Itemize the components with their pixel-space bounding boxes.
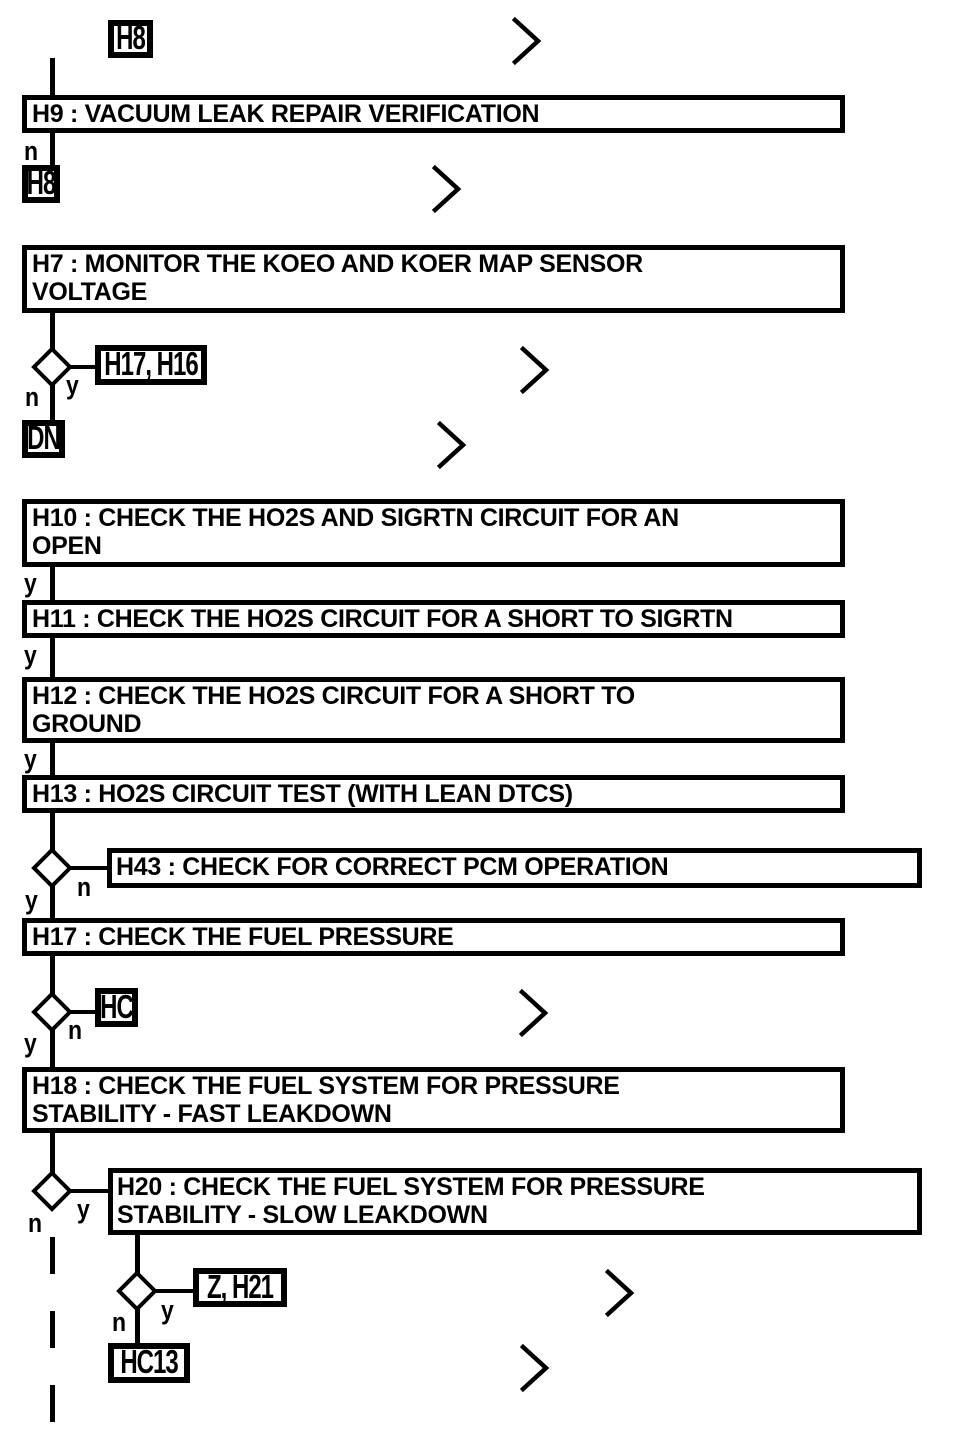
decision-diamond bbox=[31, 346, 73, 388]
connector-box-dn: DN bbox=[22, 419, 65, 458]
process-title-line2: STABILITY - FAST LEAKDOWN bbox=[32, 1100, 392, 1128]
process-title: H12 : CHECK THE HO2S CIRCUIT FOR A SHORT… bbox=[32, 682, 635, 710]
connector-box-z-h21: Z, H21 bbox=[193, 1268, 287, 1307]
process-box-h12: H12 : CHECK THE HO2S CIRCUIT FOR A SHORT… bbox=[22, 677, 845, 743]
connector-label: HC13 bbox=[120, 1343, 178, 1382]
connector-box-h17-h16: H17, H16 bbox=[95, 345, 207, 385]
connector-line bbox=[50, 567, 55, 600]
branch-line bbox=[68, 866, 107, 870]
process-title: H20 : CHECK THE FUEL SYSTEM FOR PRESSURE bbox=[117, 1173, 705, 1201]
process-title-line2: OPEN bbox=[32, 532, 102, 560]
process-title: H18 : CHECK THE FUEL SYSTEM FOR PRESSURE bbox=[32, 1072, 620, 1100]
off-page-arrow-icon bbox=[437, 421, 467, 470]
connector-label: HC bbox=[100, 987, 134, 1026]
off-page-arrow-icon bbox=[519, 989, 549, 1038]
process-title: H11 : CHECK THE HO2S CIRCUIT FOR A SHORT… bbox=[32, 605, 733, 633]
branch-label-yes: y bbox=[25, 884, 38, 915]
dashed-continuation-line bbox=[50, 1237, 55, 1423]
process-title: H43 : CHECK FOR CORRECT PCM OPERATION bbox=[116, 853, 669, 881]
process-title-line2: GROUND bbox=[32, 710, 142, 738]
branch-line bbox=[153, 1289, 193, 1293]
decision-diamond bbox=[31, 991, 73, 1033]
branch-label-no: n bbox=[77, 871, 92, 902]
branch-label-no: n bbox=[24, 135, 39, 166]
connector-box-hc: HC bbox=[95, 988, 138, 1027]
off-page-arrow-icon bbox=[512, 17, 542, 66]
off-page-arrow-icon bbox=[605, 1269, 635, 1318]
process-box-h17: H17 : CHECK THE FUEL PRESSURE bbox=[22, 918, 845, 956]
decision-diamond bbox=[31, 847, 73, 889]
process-title-line2: VOLTAGE bbox=[32, 278, 148, 306]
process-title: H7 : MONITOR THE KOEO AND KOER MAP SENSO… bbox=[32, 250, 643, 278]
branch-line bbox=[68, 1010, 95, 1014]
connector-label: H8 bbox=[116, 19, 146, 58]
connector-line bbox=[50, 813, 55, 851]
process-box-h10: H10 : CHECK THE HO2S AND SIGRTN CIRCUIT … bbox=[22, 499, 845, 567]
branch-label-no: n bbox=[68, 1014, 83, 1045]
connector-line bbox=[50, 638, 55, 677]
connector-label: Z, H21 bbox=[206, 1267, 274, 1306]
off-page-arrow-icon bbox=[432, 165, 462, 214]
branch-label-yes: y bbox=[24, 639, 37, 670]
connector-line bbox=[50, 1133, 55, 1174]
decision-diamond bbox=[116, 1270, 158, 1312]
branch-label-yes: y bbox=[24, 1027, 37, 1058]
process-box-h43: H43 : CHECK FOR CORRECT PCM OPERATION bbox=[107, 848, 922, 888]
branch-label-no: n bbox=[112, 1306, 127, 1337]
process-title: H17 : CHECK THE FUEL PRESSURE bbox=[32, 923, 454, 951]
connector-line bbox=[50, 313, 55, 351]
decision-diamond bbox=[31, 1170, 73, 1212]
connector-line bbox=[50, 58, 55, 95]
process-box-h20: H20 : CHECK THE FUEL SYSTEM FOR PRESSURE… bbox=[108, 1168, 922, 1235]
branch-label-no: n bbox=[28, 1207, 43, 1238]
connector-line bbox=[50, 884, 55, 918]
process-box-h13: H13 : HO2S CIRCUIT TEST (WITH LEAN DTCS) bbox=[22, 775, 845, 813]
connector-line bbox=[50, 133, 55, 165]
off-page-arrow-icon bbox=[520, 346, 550, 395]
connector-box-hc13: HC13 bbox=[108, 1343, 190, 1383]
branch-label-yes: y bbox=[77, 1193, 90, 1224]
process-title: H10 : CHECK THE HO2S AND SIGRTN CIRCUIT … bbox=[32, 504, 679, 532]
connector-box-h8-entry: H8 bbox=[108, 19, 153, 58]
process-title: H9 : VACUUM LEAK REPAIR VERIFICATION bbox=[32, 100, 540, 128]
process-title: H13 : HO2S CIRCUIT TEST (WITH LEAN DTCS) bbox=[32, 780, 573, 808]
connector-line bbox=[50, 1028, 55, 1067]
branch-label-no: n bbox=[25, 381, 40, 412]
connector-label: DN bbox=[27, 419, 61, 458]
connector-line bbox=[50, 956, 55, 995]
connector-line bbox=[50, 383, 55, 420]
branch-label-yes: y bbox=[24, 567, 37, 598]
connector-label: H17, H16 bbox=[104, 345, 198, 384]
connector-line bbox=[135, 1307, 140, 1343]
branch-label-yes: y bbox=[66, 369, 79, 400]
branch-label-yes: y bbox=[24, 743, 37, 774]
process-title-line2: STABILITY - SLOW LEAKDOWN bbox=[117, 1201, 488, 1229]
branch-label-yes: y bbox=[161, 1294, 174, 1325]
process-box-h18: H18 : CHECK THE FUEL SYSTEM FOR PRESSURE… bbox=[22, 1067, 845, 1133]
off-page-arrow-icon bbox=[520, 1344, 550, 1393]
process-box-h7: H7 : MONITOR THE KOEO AND KOER MAP SENSO… bbox=[22, 245, 845, 313]
process-box-h9: H9 : VACUUM LEAK REPAIR VERIFICATION bbox=[22, 95, 845, 133]
connector-box-h8: H8 bbox=[22, 164, 60, 203]
process-box-h11: H11 : CHECK THE HO2S CIRCUIT FOR A SHORT… bbox=[22, 600, 845, 638]
connector-label: H8 bbox=[26, 164, 57, 203]
branch-line bbox=[68, 365, 95, 369]
branch-line bbox=[68, 1189, 108, 1193]
connector-line bbox=[50, 743, 55, 775]
connector-line bbox=[135, 1235, 140, 1275]
